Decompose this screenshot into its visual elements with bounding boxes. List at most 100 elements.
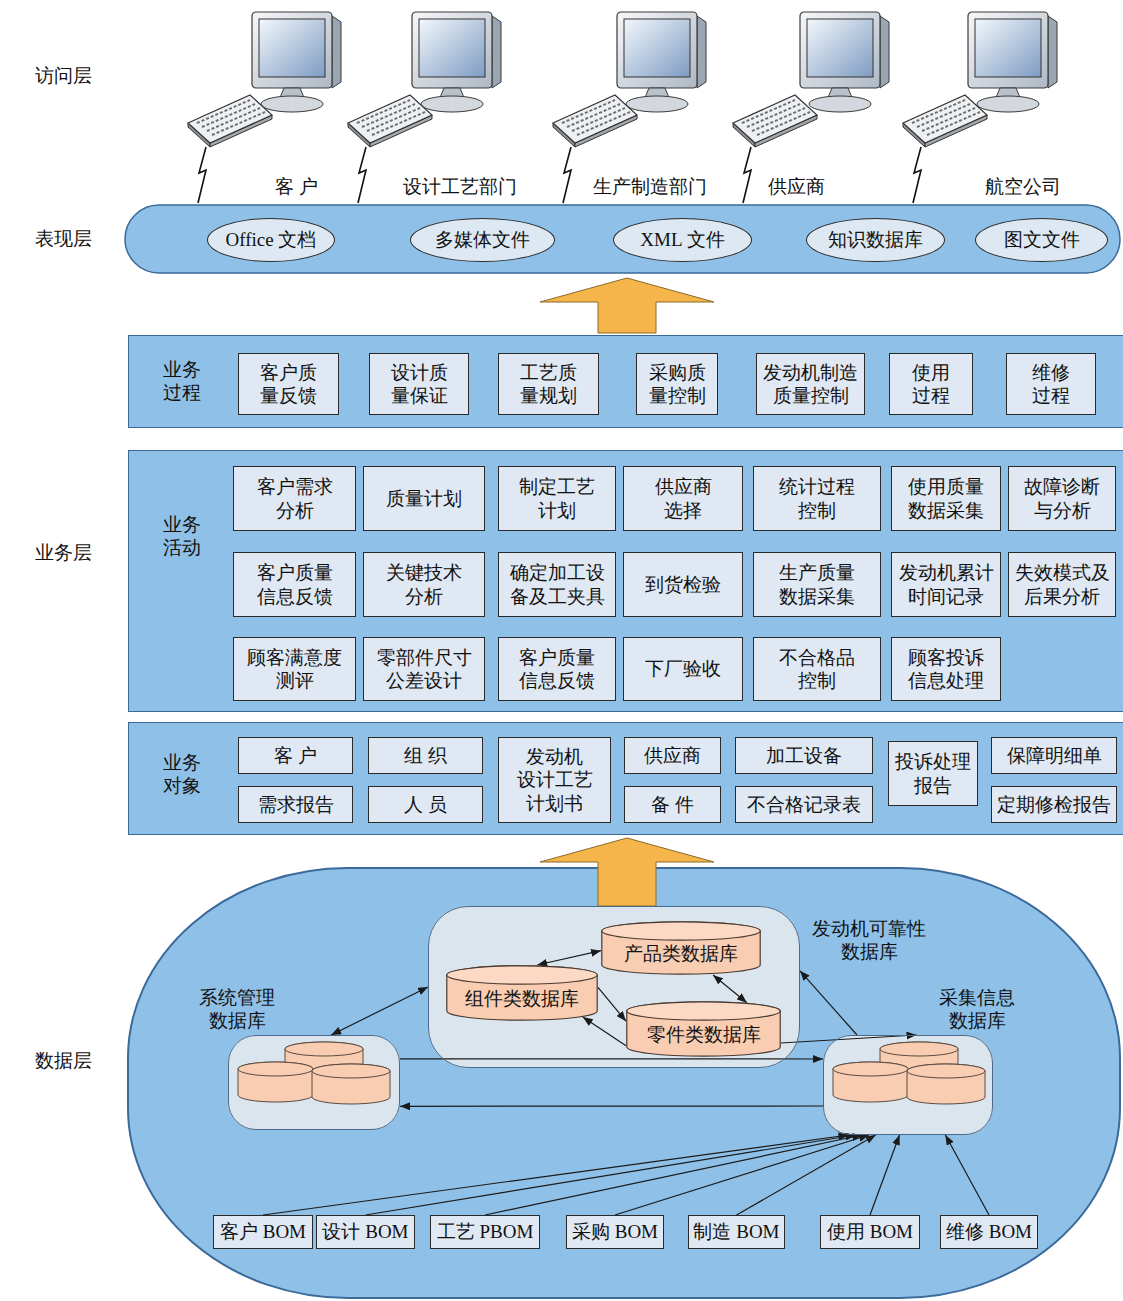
process-box: 保障明细单 — [991, 737, 1117, 774]
computer-monitor — [800, 12, 889, 112]
layer-band: 业务 过程客户质 量反馈设计质 量保证工艺质 量规划采购质 量控制发动机制造 质… — [128, 335, 1123, 428]
connector-arrow — [331, 987, 428, 1035]
process-box: 加工设备 — [735, 737, 873, 774]
node-text: 统计过程 控制 — [758, 475, 876, 521]
node-text: 知识数据库 — [828, 228, 923, 251]
process-box: 供应商 选择 — [623, 466, 743, 531]
cylinder-top — [447, 966, 597, 984]
process-box: 不合格品 控制 — [753, 637, 881, 701]
process-box: 失效模式及 后果分析 — [1008, 552, 1116, 617]
node-text: 采购 BOM — [572, 1220, 658, 1243]
process-box: 故障诊断 与分析 — [1008, 466, 1116, 531]
format-oval: Office 文档 — [207, 218, 335, 262]
node-text: 维修 过程 — [1011, 361, 1091, 407]
database-cylinder: 组件类数据库 — [446, 965, 598, 1021]
bom-box: 采购 BOM — [566, 1215, 664, 1249]
node-text: 客 户 — [274, 744, 317, 767]
process-box: 关键技术 分析 — [363, 552, 485, 617]
computer-monitor — [412, 12, 501, 112]
connector-arrow — [800, 971, 857, 1035]
node-text: 备 件 — [651, 793, 694, 816]
node-text: 工艺质 量规划 — [503, 361, 594, 407]
node-text: 定期修检报告 — [997, 793, 1111, 816]
wireless-link — [743, 147, 751, 203]
node-text: 关键技术 分析 — [368, 561, 480, 607]
node-text: 供应商 — [644, 744, 701, 767]
node-text: 零部件尺寸 公差设计 — [368, 646, 480, 692]
process-box: 客户质量 信息反馈 — [233, 552, 356, 617]
process-box: 维修 过程 — [1006, 353, 1096, 415]
layer-label: 数据层 — [35, 1050, 92, 1073]
bom-box: 维修 BOM — [940, 1215, 1038, 1249]
node-text: 客户 BOM — [220, 1220, 306, 1243]
process-box: 备 件 — [624, 786, 721, 823]
process-box: 不合格记录表 — [735, 786, 873, 823]
bom-box: 使用 BOM — [820, 1215, 920, 1249]
computer-monitor — [617, 12, 706, 112]
process-box: 人 员 — [368, 786, 483, 823]
node-text: 保障明细单 — [1007, 744, 1102, 767]
node-text: 客户需求 分析 — [238, 475, 351, 521]
node-text: 人 员 — [404, 793, 447, 816]
node-text: 故障诊断 与分析 — [1013, 475, 1111, 521]
connector-arrow — [366, 1135, 856, 1215]
node-text: 供应商 选择 — [628, 475, 738, 521]
database-cylinder: 产品类数据库 — [601, 921, 761, 975]
cylinder-top — [602, 922, 760, 940]
layer-label: 访问层 — [35, 65, 92, 88]
layer-band: 业务 活动客户需求 分析质量计划制定工艺 计划供应商 选择统计过程 控制使用质量… — [128, 450, 1123, 712]
process-box: 下厂验收 — [623, 637, 743, 701]
process-box: 投诉处理 报告 — [888, 741, 978, 806]
node-text: Office 文档 — [226, 228, 317, 251]
connector-arrow — [781, 1035, 917, 1043]
node-text: 下厂验收 — [645, 657, 721, 680]
computer-keyboard — [903, 95, 987, 147]
process-box: 生产质量 数据采集 — [753, 552, 881, 617]
connector-arrow — [737, 1135, 876, 1215]
user-label: 供应商 — [768, 176, 825, 199]
database-cylinder: 零件类数据库 — [626, 1001, 781, 1057]
computer-monitor — [968, 12, 1057, 112]
cylinder-body — [627, 1002, 780, 1056]
process-box: 使用质量 数据采集 — [891, 466, 1001, 531]
format-oval: 多媒体文件 — [410, 218, 555, 262]
node-text: 失效模式及 后果分析 — [1013, 561, 1111, 607]
flow-arrow — [540, 278, 714, 333]
process-box: 发动机累计 时间记录 — [891, 552, 1001, 617]
node-text: 顾客投诉 信息处理 — [896, 646, 996, 692]
node-text: 客户质量 信息反馈 — [238, 561, 351, 607]
node-text: 客户质量 信息反馈 — [503, 646, 611, 692]
node-text: 制造 BOM — [693, 1220, 779, 1243]
process-box: 客户质量 信息反馈 — [498, 637, 616, 701]
format-oval: XML 文件 — [613, 218, 752, 262]
node-text: 发动机 设计工艺 计划书 — [503, 745, 606, 815]
process-box: 确定加工设 备及工夹具 — [498, 552, 616, 617]
computer-keyboard — [188, 95, 272, 147]
computer-keyboard — [733, 95, 817, 147]
connector-arrow — [945, 1135, 989, 1215]
group-heading: 发动机可靠性 数据库 — [807, 917, 931, 963]
user-label: 客 户 — [275, 176, 318, 199]
connector-arrow — [400, 1105, 823, 1107]
layer-label: 表现层 — [35, 228, 92, 251]
group-heading: 业务 对象 — [159, 751, 205, 797]
connector-arrow — [537, 951, 601, 965]
wireless-link — [563, 147, 571, 203]
layer-label: 业务层 — [35, 542, 92, 565]
flow-arrow — [540, 838, 714, 906]
node-text: 使用 BOM — [827, 1220, 913, 1243]
container-fill — [228, 1035, 400, 1130]
group-heading: 业务 过程 — [159, 358, 205, 404]
database-cylinders — [238, 1042, 985, 1104]
database-group: 发动机可靠性 数据库产品类数据库组件类数据库零件类数据库 — [428, 906, 800, 1068]
node-text: 需求报告 — [258, 793, 334, 816]
node-text: 投诉处理 报告 — [893, 750, 973, 796]
node-text: 工艺 PBOM — [437, 1220, 534, 1243]
node-text: 生产质量 数据采集 — [758, 561, 876, 607]
node-text: 客户质 量反馈 — [243, 361, 334, 407]
node-text: 发动机制造 质量控制 — [761, 361, 860, 407]
process-box: 供应商 — [624, 737, 721, 774]
cylinder-top — [627, 1002, 780, 1020]
computer-keyboard — [553, 95, 637, 147]
